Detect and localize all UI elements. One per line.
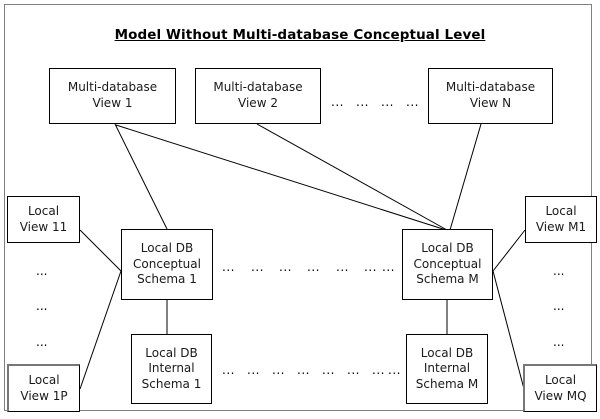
local-db-conceptual-schema-1-box[interactable]: Local DB Conceptual Schema 1: [121, 229, 213, 300]
internal-row-ellipsis-2: ...: [247, 363, 260, 377]
internal-schema-m-line3: Schema M: [415, 376, 479, 391]
internal-schema-1-line1: Local DB: [145, 345, 198, 360]
internal-schema-m-line1: Local DB: [420, 345, 474, 360]
multidatabase-view-1-line2: View 1: [92, 96, 133, 110]
local-view-mq-line1: Local: [544, 372, 577, 387]
left-views-ellipsis-1: ...: [36, 264, 48, 278]
left-views-ellipsis-2: ...: [36, 299, 48, 313]
page-title: Model Without Multi-database Conceptual …: [114, 27, 486, 43]
conceptual-schema-m-line1: Local DB: [421, 241, 474, 256]
conceptual-schema-m-line2: Conceptual: [413, 256, 482, 271]
left-views-ellipsis-3: ...: [36, 335, 48, 349]
diagram-frame: [4, 4, 592, 411]
conceptual-schema-1-line2: Conceptual: [133, 256, 201, 271]
right-views-ellipsis-2: ...: [553, 299, 565, 313]
internal-schema-m-line2: Internal: [423, 361, 471, 376]
multidatabase-view-n-line2: View N: [469, 96, 512, 110]
top-row-ellipsis-3: ...: [381, 95, 394, 109]
multidatabase-view-n-box[interactable]: Multi-database View N: [428, 68, 553, 124]
internal-row-ellipsis-7: ...: [372, 363, 385, 377]
multidatabase-view-1-line1: Multi-database: [67, 80, 158, 95]
internal-row-ellipsis-1: ...: [222, 363, 235, 377]
conceptual-row-ellipsis-1: ...: [222, 260, 235, 274]
internal-schema-1-line3: Schema 1: [141, 376, 202, 391]
internal-row-ellipsis-6: ...: [347, 363, 360, 377]
local-view-1p-line1: Local: [28, 372, 60, 387]
local-view-1p-box[interactable]: Local View 1P: [7, 364, 80, 412]
local-db-internal-schema-1-box[interactable]: Local DB Internal Schema 1: [131, 334, 212, 404]
conceptual-row-ellipsis-3: ...: [279, 260, 292, 274]
local-view-m1-box[interactable]: Local View M1: [525, 196, 597, 243]
internal-row-ellipsis-5: ...: [322, 363, 335, 377]
local-db-internal-schema-m-box[interactable]: Local DB Internal Schema M: [406, 334, 488, 404]
internal-row-ellipsis-3: ...: [272, 363, 285, 377]
conceptual-row-ellipsis-2: ...: [251, 260, 264, 274]
conceptual-row-ellipsis-7: ...: [382, 260, 395, 274]
multidatabase-view-2-line1: Multi-database: [213, 80, 303, 95]
local-view-m1-line2: View M1: [535, 219, 587, 234]
right-views-ellipsis-1: ...: [553, 264, 565, 278]
internal-row-ellipsis-4: ...: [297, 363, 310, 377]
multidatabase-view-2-box[interactable]: Multi-database View 2: [195, 68, 321, 124]
local-db-conceptual-schema-m-box[interactable]: Local DB Conceptual Schema M: [402, 229, 493, 300]
local-view-mq-line2: View MQ: [534, 388, 587, 403]
local-view-1p-line2: View 1P: [20, 388, 68, 403]
conceptual-schema-m-line3: Schema M: [416, 272, 479, 287]
right-views-ellipsis-3: ...: [553, 335, 565, 349]
multidatabase-view-2-line2: View 2: [238, 96, 278, 110]
local-view-11-line1: Local: [27, 203, 60, 218]
conceptual-schema-1-line3: Schema 1: [137, 272, 197, 287]
internal-row-ellipsis-8: ...: [388, 363, 401, 377]
conceptual-schema-1-line1: Local DB: [140, 241, 194, 256]
local-view-11-box[interactable]: Local View 11: [7, 196, 80, 243]
local-view-11-line2: View 11: [19, 219, 68, 234]
conceptual-row-ellipsis-5: ...: [336, 260, 349, 274]
conceptual-row-ellipsis-6: ...: [364, 260, 377, 274]
multidatabase-view-n-line1: Multi-database: [445, 80, 536, 95]
conceptual-row-ellipsis-4: ...: [307, 260, 320, 274]
local-view-m1-line1: Local: [545, 203, 577, 218]
local-view-mq-box[interactable]: Local View MQ: [523, 364, 597, 412]
multidatabase-view-1-box[interactable]: Multi-database View 1: [49, 68, 176, 124]
top-row-ellipsis-4: ...: [406, 95, 419, 109]
top-row-ellipsis-1: ...: [331, 95, 344, 109]
internal-schema-1-line2: Internal: [148, 361, 195, 376]
top-row-ellipsis-2: ...: [356, 95, 369, 109]
